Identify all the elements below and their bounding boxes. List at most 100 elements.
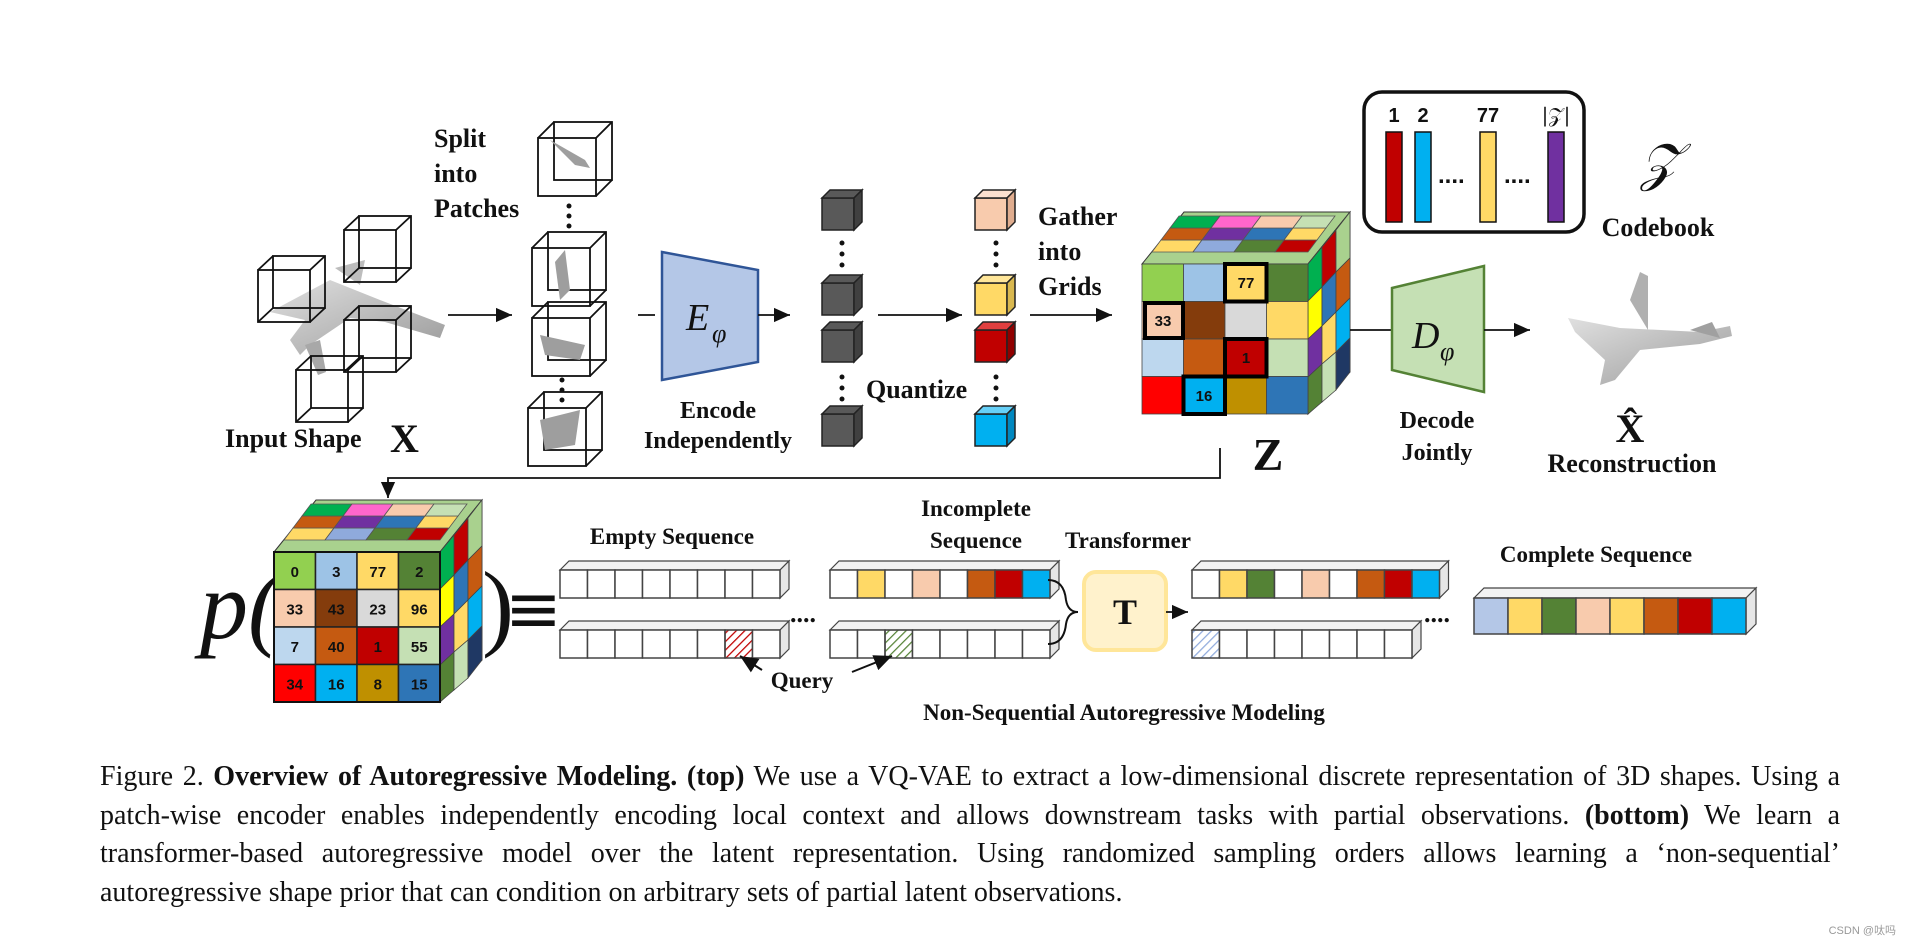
codebook: 1 2 77 |𝒵| .... .... 𝒵 Codebook: [1362, 90, 1715, 242]
sequence-token: [751, 629, 781, 659]
top-cube-num-3: 1: [1242, 350, 1250, 367]
sequence-token: [1575, 597, 1611, 635]
prior-cube-cell-number: 15: [411, 676, 428, 693]
codebook-idx-2: 2: [1417, 105, 1428, 127]
equiv-symbol: ≡: [505, 570, 562, 649]
sequence-token: [856, 629, 886, 659]
codebook-symbol: 𝒵: [1639, 133, 1691, 193]
empty-sequence-query: [558, 619, 791, 660]
output-sequence-next-query: [1190, 619, 1423, 660]
sequence-token: [559, 569, 589, 599]
sequence-token: [1356, 569, 1386, 599]
sequence-token: [884, 569, 914, 599]
input-shape: Input Shape X: [225, 215, 445, 461]
quantized-dots: [993, 240, 999, 402]
decoder-symbol: D: [1411, 315, 1439, 357]
codebook-bar-3: [1479, 131, 1497, 223]
caption-top-tag: (top): [686, 761, 745, 792]
sequence-token: [669, 629, 699, 659]
sequence-token: [829, 629, 859, 659]
sequence-token: [1677, 597, 1713, 635]
prior-symbol: p(: [194, 552, 285, 659]
encoder-block: E φ Encode Independently: [644, 250, 792, 454]
decode-label-line2: Jointly: [1402, 440, 1473, 466]
codebook-dots-2: ....: [1504, 162, 1531, 189]
incomplete-seq-label-line2: Sequence: [930, 528, 1022, 553]
empty-sequence: [558, 559, 791, 600]
sequence-token: [939, 569, 969, 599]
prior-cube-cell-number: 40: [328, 639, 345, 656]
latent-grid-cube: 77 33 1 16 Z: [1140, 210, 1352, 480]
split-patches: Split into Patches: [434, 121, 613, 467]
merge-brace: [1047, 579, 1079, 645]
input-airplane-shape: [270, 260, 445, 375]
sequence-token: [696, 569, 726, 599]
sequence-token: [1383, 569, 1413, 599]
output-sequence: [1190, 559, 1450, 600]
encode-label-line1: Encode: [680, 398, 756, 424]
prior-cube-cell: [397, 551, 441, 591]
sequence-token: [669, 569, 699, 599]
sequence-token: [1191, 629, 1221, 659]
sequence-token: [586, 569, 616, 599]
codebook-label: Codebook: [1602, 213, 1715, 242]
reconstruction-airplane-shape: [1568, 272, 1732, 385]
sequence-token: [911, 569, 941, 599]
incomplete-sequence-query: [828, 619, 1061, 660]
caption-bottom-tag: (bottom): [1584, 799, 1690, 831]
sequence-token: [966, 569, 996, 599]
sequence-token: [751, 569, 781, 599]
sequence-token: [1021, 629, 1051, 659]
query-label: Query: [771, 668, 834, 693]
sequence-token: [1301, 569, 1331, 599]
sequence-token: [696, 629, 726, 659]
patch-cubes-outline: [257, 215, 412, 423]
incomplete-sequence: [828, 559, 1061, 600]
reconstruction: X̂ Reconstruction: [1548, 272, 1732, 478]
input-symbol: X: [390, 416, 419, 461]
sequence-token: [1473, 597, 1509, 635]
codebook-idx-1: 1: [1388, 105, 1399, 127]
sequence-token: [884, 629, 914, 659]
complete-sequence: [1472, 586, 1758, 636]
top-cube-num-1: 77: [1238, 275, 1255, 292]
query-arrow-1: [739, 655, 763, 673]
prior-cube-cell-number: 8: [374, 676, 382, 693]
sequence-token: [1411, 569, 1441, 599]
codebook-idx-3: 77: [1477, 105, 1499, 127]
sequence-token: [994, 629, 1024, 659]
sequence-token: [1609, 597, 1645, 635]
recon-symbol: X̂: [1616, 406, 1645, 451]
sequence-token: [1507, 597, 1543, 635]
bottom-title: Non-Sequential Autoregressive Modeling: [923, 700, 1325, 725]
caption-top-text: We use a VQ-VAE to extract a low-dimensi…: [100, 761, 1841, 831]
sequence-token: [1246, 569, 1276, 599]
prior-cube-cell: [397, 626, 441, 666]
sequence-token: [1356, 629, 1386, 659]
prior-cube-cell-number: 2: [415, 564, 423, 581]
sequence-token: [1541, 597, 1577, 635]
prior-cube-cell: [314, 626, 358, 666]
codebook-idx-size: |𝒵|: [1542, 103, 1571, 128]
top-cube-num-4: 16: [1196, 388, 1213, 405]
sequence-token: [1218, 629, 1248, 659]
incomplete-seq-label-line1: Incomplete: [921, 496, 1031, 521]
prior-cube-cell-number: 96: [411, 601, 428, 618]
encode-label-line2: Independently: [644, 428, 792, 454]
quantize-label: Quantize: [866, 375, 967, 404]
empty-seq-label: Empty Sequence: [590, 524, 754, 549]
sequence-token: [586, 629, 616, 659]
sequence-token: [1383, 629, 1413, 659]
codebook-bar-2: [1414, 131, 1432, 223]
gather-label-line1: Gather: [1038, 202, 1117, 231]
codebook-bar-1: [1385, 131, 1403, 223]
prior-cube-cell-number: 33: [286, 601, 303, 618]
decoder-block: D φ Decode Jointly: [1390, 264, 1486, 466]
arrow-z-to-prior: [380, 448, 1221, 498]
sequence-token: [559, 629, 589, 659]
decode-label-line1: Decode: [1400, 408, 1475, 434]
prior-cube-cell-number: 43: [328, 601, 345, 618]
transformer-label: Transformer: [1065, 528, 1191, 553]
